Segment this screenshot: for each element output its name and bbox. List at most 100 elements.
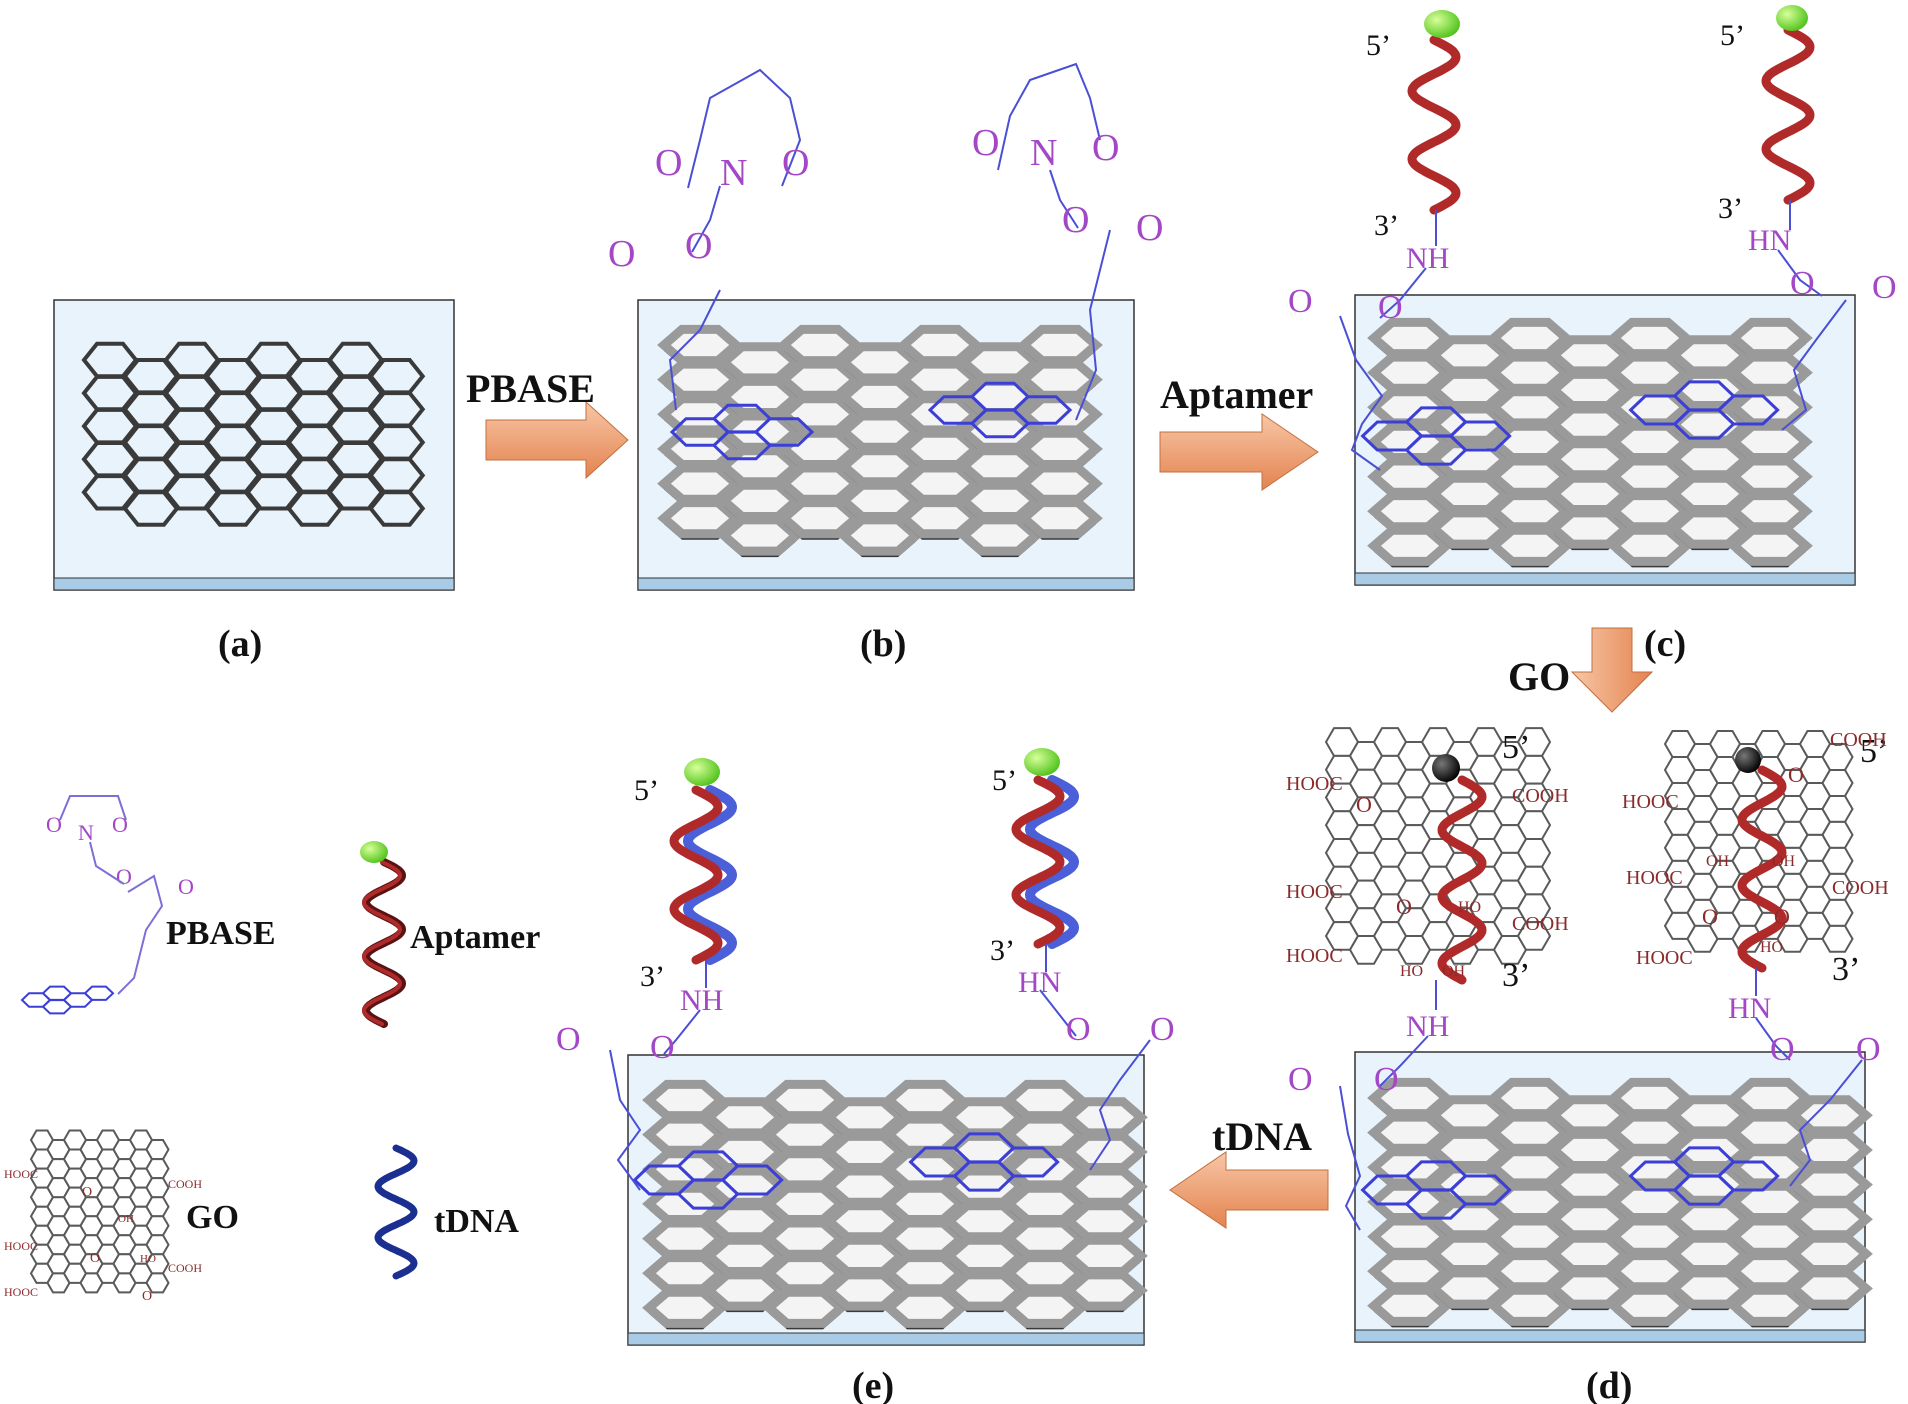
go-group-cooh: COOH [1830,729,1887,751]
graphene-hexagon [1787,1129,1873,1170]
atom-o: O [1066,1011,1091,1048]
go-group-o: O [142,1289,152,1304]
pyrene-ring [676,1178,740,1210]
graphene-3d-e [642,1079,1148,1330]
atom-n: N [1030,132,1057,174]
graphene-hexagon [1787,1268,1873,1309]
graphene-hexagon [1062,1235,1148,1276]
panel-label-d: (d) [1586,1365,1632,1404]
go-hexagon [1821,820,1854,849]
panel-e [627,1054,1148,1346]
graphene-hexagon [1017,324,1103,366]
atom-o: O [178,874,194,899]
graphene-hexagon [1017,498,1103,539]
linker-bond [1339,1035,1429,1231]
graphene-hexagon [1017,359,1103,400]
go-group-cooh: COOH [1512,785,1569,807]
aptamer-helix [1011,775,1065,949]
atom-nh: NH [1406,1010,1449,1043]
go-group-o: O [82,1185,92,1200]
tdna-helix [682,785,738,965]
go-hexagon [1821,924,1854,953]
three-prime-label: 3’ [1718,192,1743,225]
legend-pbase-label: PBASE [166,915,276,952]
graphene-hexagon [1727,525,1813,566]
substrate-base-e [627,1332,1145,1346]
graphene-hexagon [642,1287,728,1328]
fluorophore-ball [1424,10,1460,38]
graphene-hexagon [1727,421,1813,462]
legend-pyrene [20,985,115,1015]
graphene-hexagon [1607,1285,1693,1326]
aptamer-helix [361,860,403,1026]
graphene-hexagon [957,515,1043,556]
pyrene-ring [41,999,73,1015]
linker-bond [997,62,1111,421]
graphene-hexagon [1727,491,1813,532]
substrate-base-d [1354,1329,1866,1343]
go-group-cooh: COOH [1832,877,1889,899]
graphene-hexagon [657,498,743,539]
graphene-hexagon [1427,508,1513,549]
graphene-hexagon [1487,1285,1573,1326]
arrow-aptamer [1159,413,1319,491]
go-hexagon [145,1272,170,1294]
graphene-hexagon [897,498,983,539]
pyrene-ring [1404,434,1468,466]
legend-go-sheet [29,1129,170,1294]
go-group-ho: HO [1400,963,1423,980]
atoms-b: N O O O O N O O O O [608,122,1163,275]
linker-bond [668,68,802,411]
go-group-ho: HO [1760,939,1783,956]
aptamer-helix [1407,35,1461,215]
atom-o: O [46,812,62,837]
graphene-hexagon [1607,525,1693,566]
legend-aptamer-label: Aptamer [410,919,540,956]
atom-o: O [685,225,712,267]
graphene-sheet-a [81,341,426,527]
quencher-ball [1432,754,1460,782]
graphene-hexagon [1667,508,1753,549]
go-groups-d: HOOC HOOC HOOC COOH COOH O O HO HO OH CO… [1286,729,1889,980]
legend: N O O O O PBASE Aptamer GO HOOC COOH HOO… [4,795,540,1304]
graphene-3d-b [657,324,1103,558]
atom-o: O [1374,1061,1399,1098]
go-hexagon [1821,769,1854,797]
atom-n: N [78,820,94,845]
atom-o: O [112,812,128,837]
tdna-helix [1024,775,1080,949]
aptamer-helix [669,785,723,965]
go-group-o: O [1396,894,1412,919]
graphene-hexagon [1017,394,1103,435]
atom-hn: HN [1018,966,1061,999]
linker-bond [1755,1017,1863,1187]
atom-n: N [720,152,747,194]
five-prime-label: 5’ [1860,733,1888,770]
atom-o: O [782,142,809,184]
atom-o: O [650,1029,675,1066]
go-group-cooh: COOH [1512,913,1569,935]
graphene-hexagon [1062,1097,1148,1138]
atoms-d: NH HN O O O O [1288,992,1881,1098]
legend-aptamer-helix [360,841,407,1028]
graphene-hexagon [1727,1285,1813,1326]
atom-o: O [1856,1031,1881,1068]
go-hexagon [145,1177,170,1199]
go-hexagon [145,1234,170,1256]
go-group-ho: HO [140,1253,156,1265]
graphene-hexagon [837,515,923,556]
graphene-hexagon [1062,1166,1148,1207]
go-sheets [1324,727,1854,1010]
five-prime-label: 5’ [1502,729,1530,766]
step-label-pbase: PBASE [466,366,595,411]
graphene-hexagon [1547,1268,1633,1309]
legend-go: GO HOOC COOH HOOC COOH HOOC O O OH HO O [4,1129,239,1304]
go-group-cooh: COOH [168,1261,202,1275]
graphene-3d-c [1367,317,1813,568]
atom-hn: HN [1748,224,1791,257]
graphene-hexagon [368,490,426,527]
fluorophore-ball [1024,748,1060,776]
legend-pbase-ring [59,795,164,995]
atom-o: O [1378,289,1403,326]
